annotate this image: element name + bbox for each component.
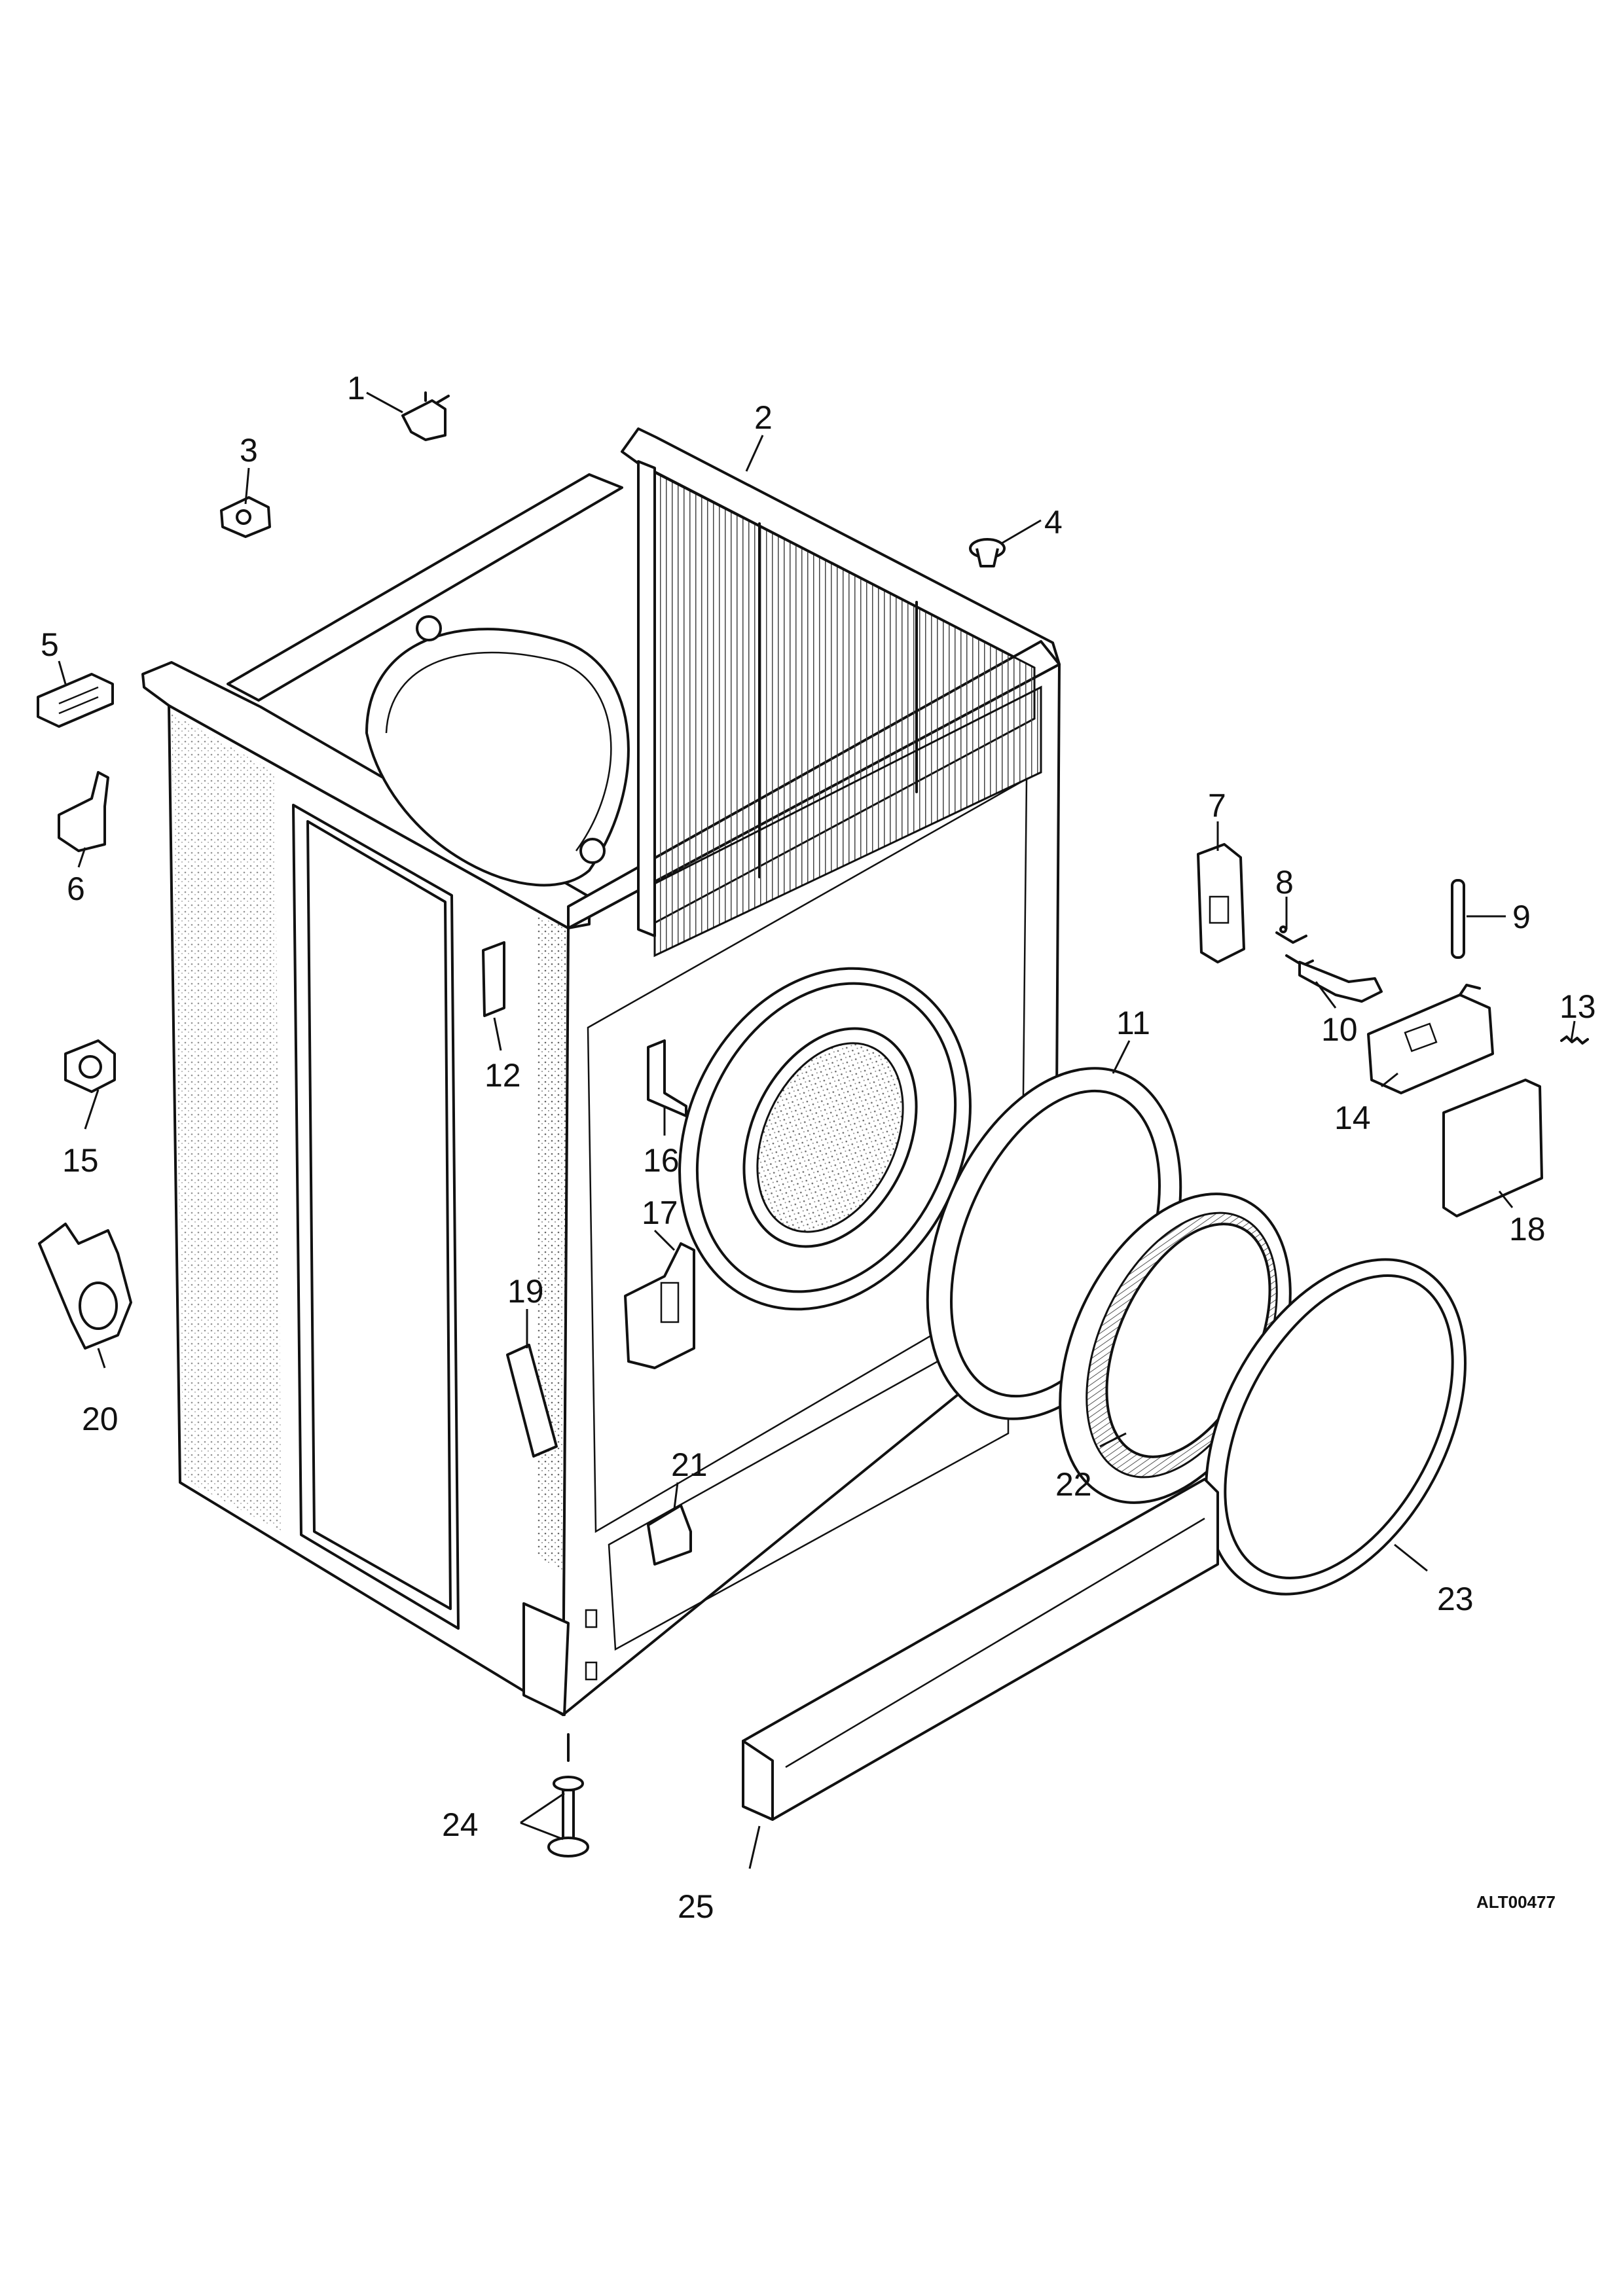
cabinet-inner-tub [365,615,630,887]
callout-labels: 1 2 3 4 5 6 7 8 9 10 11 12 13 14 15 16 1… [41,370,1596,1925]
part-5-bracket [37,673,114,728]
callout-15: 15 [62,1142,99,1179]
callout-7: 7 [1208,787,1226,824]
cabinet-grommet-2 [579,838,606,864]
cabinet-frame [141,427,1061,1716]
callout-4: 4 [1044,504,1063,541]
part-19-plate [506,1344,558,1458]
cabinet-slot-2 [585,1661,598,1681]
cabinet-left-recess-inner [306,820,452,1610]
part-21-bracket [647,1504,692,1566]
callout-2: 2 [754,399,773,436]
callout-9: 9 [1512,899,1531,935]
part-25-plinth [742,1478,1219,1821]
part-8-spring [1275,925,1314,967]
callout-14: 14 [1334,1100,1371,1136]
part-7-hinge-plate [1197,843,1245,963]
part-16-bracket [647,1039,687,1117]
cabinet-toe-kick [522,1602,570,1716]
callout-13: 13 [1559,988,1596,1025]
leader-lines [58,391,1576,1869]
callout-10: 10 [1321,1011,1358,1048]
part-24-foot [547,1733,589,1857]
callout-1: 1 [347,370,365,406]
callout-8: 8 [1275,864,1294,901]
callout-11: 11 [1116,1005,1150,1041]
callout-17: 17 [642,1194,678,1231]
part-9-pin [1451,879,1465,959]
callout-6: 6 [67,870,85,907]
cabinet-front-bottom-frame [608,1320,1010,1651]
callout-5: 5 [41,626,59,663]
part-6-bracket [58,771,109,852]
cabinet-back-post [637,460,656,937]
callout-3: 3 [240,432,258,469]
part-20-pump [38,1223,132,1350]
part-18-cover [1442,1079,1543,1217]
callout-12: 12 [484,1057,521,1094]
cabinet-slot-1 [585,1609,598,1628]
part-23-clamp-ring [1205,1258,1467,1596]
part-13-spring [1560,1035,1589,1045]
part-10-lever [1298,961,1383,1003]
part-14-latch [1367,984,1494,1094]
part-12-hinge [482,941,505,1017]
callout-23: 23 [1437,1581,1474,1617]
callout-18: 18 [1509,1211,1546,1247]
callout-21: 21 [671,1446,708,1483]
part-1-bracket [401,391,450,441]
callout-19: 19 [507,1273,544,1310]
callout-22: 22 [1055,1466,1092,1503]
cabinet-upper-front-band [653,685,1042,958]
callout-16: 16 [643,1142,680,1179]
cabinet-left-side-shading [172,713,282,1532]
drawing-code: ALT00477 [1476,1892,1556,1912]
cabinet-top-rail-back-left [227,473,623,702]
cabinet-door-opening [678,967,972,1311]
part-4-plug [969,538,1006,567]
callout-20: 20 [82,1401,119,1437]
callout-24: 24 [442,1806,479,1843]
part-17-door-lock [624,1242,695,1369]
part-15-switch [64,1039,116,1093]
callout-25: 25 [678,1888,714,1925]
part-3-clip [220,496,271,538]
cabinet-grommet-1 [416,615,442,641]
